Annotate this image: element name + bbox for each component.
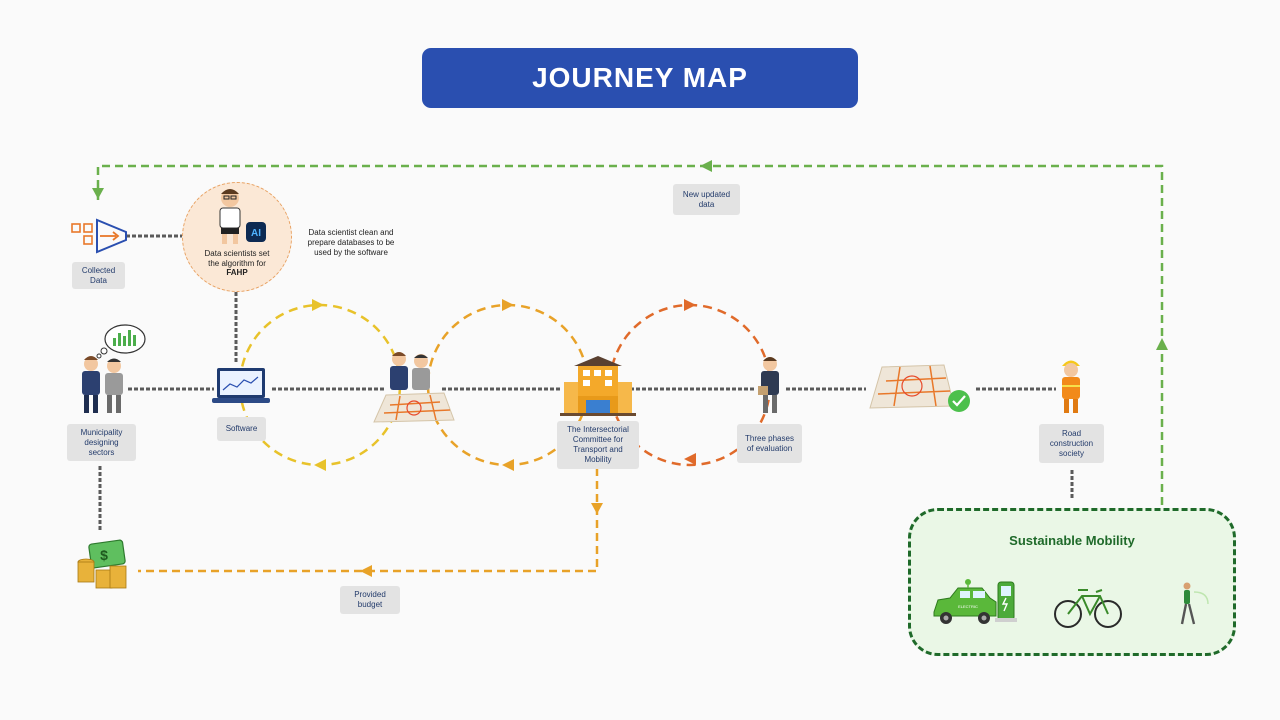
loop-orange-arrow-top xyxy=(684,299,696,311)
scientist-line1: Data scientists set xyxy=(204,249,270,258)
label-committee: The Intersectorial Committee for Transpo… xyxy=(557,421,639,469)
pedestrian-icon xyxy=(1180,582,1209,625)
solid-connectors xyxy=(98,234,1074,532)
label-new-data: New updated data xyxy=(673,184,740,215)
arrow-down-budget xyxy=(591,503,603,514)
label-collected-data: Collected Data xyxy=(72,262,125,289)
sustainable-mobility-title: Sustainable Mobility xyxy=(1009,533,1135,548)
loop-orange-arrow-bottom xyxy=(684,453,696,465)
dollar-icon: $ xyxy=(100,547,108,563)
laptop-icon xyxy=(212,368,270,403)
charging-station-icon xyxy=(995,581,1017,622)
loop-yellow-arrow-bottom xyxy=(314,459,326,471)
sustainable-mobility-box xyxy=(908,508,1236,656)
car-sign: ELECTRIC xyxy=(958,604,978,609)
city-map-icon xyxy=(373,392,455,423)
funnel-icon xyxy=(71,218,127,254)
scientist-line2: the algorithm for xyxy=(208,258,266,268)
building-icon xyxy=(560,356,636,416)
arrow-left-top xyxy=(700,160,712,172)
arrow-down-collected xyxy=(92,188,104,199)
arrow-up-right xyxy=(1156,338,1168,350)
label-road-society: Road construction society xyxy=(1039,424,1104,463)
analyst-people-icon xyxy=(390,352,430,390)
label-software: Software xyxy=(217,417,266,441)
budget-path xyxy=(138,468,599,573)
electric-car-icon xyxy=(933,579,997,624)
checkmark-icon xyxy=(948,390,970,412)
evaluator-icon xyxy=(758,357,779,413)
bicycle-icon xyxy=(1054,589,1122,628)
note-clean-data: Data scientist clean and prepare databas… xyxy=(307,228,395,257)
loop-amber-arrow-top xyxy=(502,299,514,311)
label-municipality: Municipality designing sectors xyxy=(67,424,136,461)
construction-worker-icon xyxy=(1062,360,1080,413)
label-three-phases: Three phases of evaluation xyxy=(737,424,802,463)
thought-bubble-icon xyxy=(96,324,146,359)
ai-badge: AI xyxy=(251,228,261,239)
arrow-left-budget xyxy=(360,565,372,577)
municipality-people-icon xyxy=(82,356,123,413)
money-stack-icon xyxy=(77,539,127,589)
page-title: JOURNEY MAP xyxy=(422,48,858,108)
feedback-loop-green xyxy=(96,164,1164,505)
loop-amber-arrow-bottom xyxy=(502,459,514,471)
scientist-algo: FAHP xyxy=(226,268,248,277)
label-provided-budget: Provided budget xyxy=(340,586,400,614)
data-scientist-icon xyxy=(219,189,266,244)
scientist-caption: Data scientists set the algorithm for FA… xyxy=(192,249,282,278)
loop-yellow-arrow-top xyxy=(312,299,324,311)
